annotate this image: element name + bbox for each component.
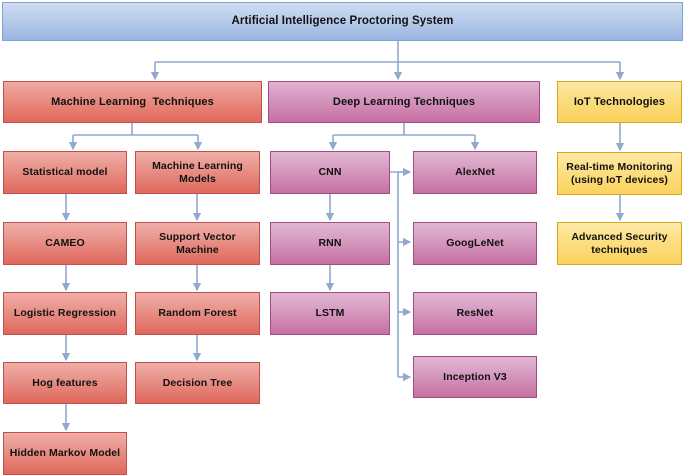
- node-hidden-markov-model-label: Hidden Markov Model: [9, 447, 121, 460]
- node-cnn-label: CNN: [318, 166, 342, 179]
- node-hog-features[interactable]: Hog features: [3, 362, 127, 404]
- node-lstm-label: LSTM: [315, 307, 345, 320]
- node-resnet[interactable]: ResNet: [413, 292, 537, 335]
- node-advanced-security-techniques-label: Advanced Security techniques: [571, 231, 668, 256]
- node-rnn[interactable]: RNN: [270, 222, 390, 265]
- node-support-vector-machine-label: Support Vector Machine: [159, 231, 239, 256]
- node-root[interactable]: Artificial Intelligence Proctoring Syste…: [2, 2, 683, 41]
- node-inception-v3-label: Inception V3: [443, 370, 507, 383]
- node-cameo[interactable]: CAMEO: [3, 222, 127, 265]
- node-root-label: Artificial Intelligence Proctoring Syste…: [231, 14, 454, 27]
- node-cameo-label: CAMEO: [45, 237, 85, 250]
- node-statistical-model[interactable]: Statistical model: [3, 151, 127, 194]
- node-hog-features-label: Hog features: [32, 376, 98, 389]
- node-logistic-regression-label: Logistic Regression: [13, 307, 117, 320]
- node-resnet-label: ResNet: [456, 307, 494, 320]
- node-iot-technologies-label: IoT Technologies: [573, 95, 666, 108]
- node-googlenet-label: GoogLeNet: [446, 237, 504, 250]
- node-logistic-regression[interactable]: Logistic Regression: [3, 292, 127, 335]
- node-real-time-monitoring-label: Real-time Monitoring (using IoT devices): [566, 161, 673, 186]
- node-random-forest[interactable]: Random Forest: [135, 292, 260, 335]
- link-cnn-models-bus: [390, 171, 399, 377]
- node-decision-tree[interactable]: Decision Tree: [135, 362, 260, 404]
- node-alexnet[interactable]: AlexNet: [413, 151, 537, 194]
- node-advanced-security-techniques[interactable]: Advanced Security techniques: [557, 222, 682, 265]
- node-statistical-model-label: Statistical model: [22, 166, 108, 179]
- node-cnn[interactable]: CNN: [270, 151, 390, 194]
- node-machine-learning-models-label: Machine Learning Models: [152, 160, 246, 185]
- node-rnn-label: RNN: [318, 237, 342, 250]
- node-real-time-monitoring[interactable]: Real-time Monitoring (using IoT devices): [557, 152, 682, 195]
- node-machine-learning-models[interactable]: Machine Learning Models: [135, 151, 260, 194]
- node-googlenet[interactable]: GoogLeNet: [413, 222, 537, 265]
- node-deep-learning-techniques[interactable]: Deep Learning Techniques: [268, 81, 540, 123]
- node-decision-tree-label: Decision Tree: [162, 376, 233, 389]
- node-random-forest-label: Random Forest: [158, 307, 237, 320]
- node-machine-learning-techniques-label: Machine Learning Techniques: [51, 95, 214, 108]
- node-inception-v3[interactable]: Inception V3: [413, 356, 537, 398]
- node-machine-learning-techniques[interactable]: Machine Learning Techniques: [3, 81, 262, 123]
- node-alexnet-label: AlexNet: [455, 166, 495, 179]
- node-lstm[interactable]: LSTM: [270, 292, 390, 335]
- node-hidden-markov-model[interactable]: Hidden Markov Model: [3, 432, 127, 475]
- node-iot-technologies[interactable]: IoT Technologies: [557, 81, 682, 123]
- node-support-vector-machine[interactable]: Support Vector Machine: [135, 222, 260, 265]
- node-deep-learning-techniques-label: Deep Learning Techniques: [332, 95, 476, 108]
